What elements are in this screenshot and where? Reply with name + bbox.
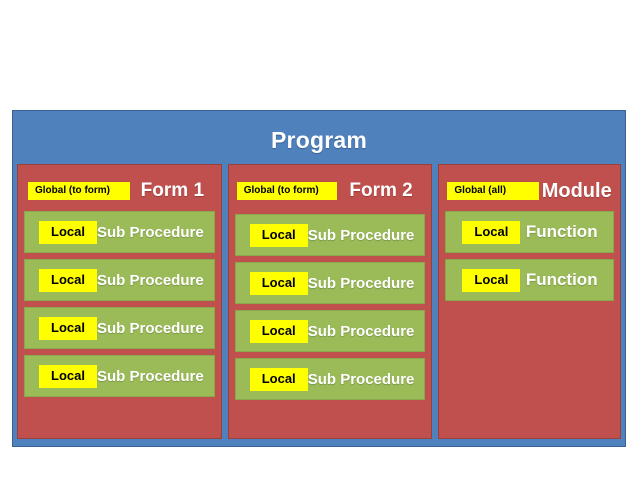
procedure-label: Sub Procedure [307,226,415,244]
column-form-2: Global (to form) Form 2 Local Sub Proced… [227,164,433,439]
global-scope-badge-module: Global (all) [447,181,540,201]
procedure-label: Sub Procedure [97,367,204,385]
local-scope-badge: Local [249,319,308,343]
local-scope-badge: Local [39,220,97,244]
procedure-label: Sub Procedure [307,274,415,292]
column-title-form-1: Form 1 [140,180,205,201]
procedure-label: Sub Procedure [307,370,415,388]
procedure-label: Sub Procedure [97,271,204,289]
column-header-module: Global (all) Module [445,171,614,211]
local-scope-badge: Local [249,367,308,391]
program-diagram: Program Global (to form) Form 1 Local Su… [12,110,626,447]
local-scope-badge: Local [249,271,308,295]
column-module: Global (all) Module Local Function Local… [438,164,621,439]
procedure-row: Local Sub Procedure [234,214,426,256]
column-header-form-1: Global (to form) Form 1 [24,171,215,211]
procedure-list-form-1: Local Sub Procedure Local Sub Procedure … [24,211,215,432]
procedure-row: Local Sub Procedure [24,259,215,301]
column-title-form-2: Form 2 [349,180,413,201]
global-scope-badge-form-1: Global (to form) [28,181,130,201]
procedure-label: Function [525,270,598,289]
procedure-row: Local Sub Procedure [234,310,426,352]
procedure-label: Sub Procedure [307,322,415,340]
procedure-list-form-2: Local Sub Procedure Local Sub Procedure … [234,211,426,432]
program-container: Program Global (to form) Form 1 Local Su… [12,110,626,447]
procedure-list-module: Local Function Local Function [445,211,614,432]
procedure-row: Local Sub Procedure [24,211,215,253]
procedure-row: Local Function [445,211,614,253]
procedure-row: Local Sub Procedure [24,307,215,349]
procedure-label: Sub Procedure [97,319,204,337]
local-scope-badge: Local [39,268,97,292]
procedure-row: Local Sub Procedure [234,358,426,400]
column-group: Global (to form) Form 1 Local Sub Proced… [17,164,621,439]
local-scope-badge: Local [462,220,521,244]
global-scope-badge-form-2: Global (to form) [236,181,337,201]
local-scope-badge: Local [39,316,97,340]
procedure-label: Sub Procedure [97,223,204,241]
column-header-form-2: Global (to form) Form 2 [235,171,426,211]
procedure-row: Local Sub Procedure [234,262,426,304]
column-title-module: Module [541,179,612,202]
procedure-row: Local Sub Procedure [24,355,215,397]
local-scope-badge: Local [462,268,521,292]
local-scope-badge: Local [249,223,308,247]
procedure-label: Function [525,222,598,241]
program-title: Program [271,127,367,153]
column-form-1: Global (to form) Form 1 Local Sub Proced… [17,164,222,439]
local-scope-badge: Local [39,364,97,388]
procedure-row: Local Function [445,259,614,301]
